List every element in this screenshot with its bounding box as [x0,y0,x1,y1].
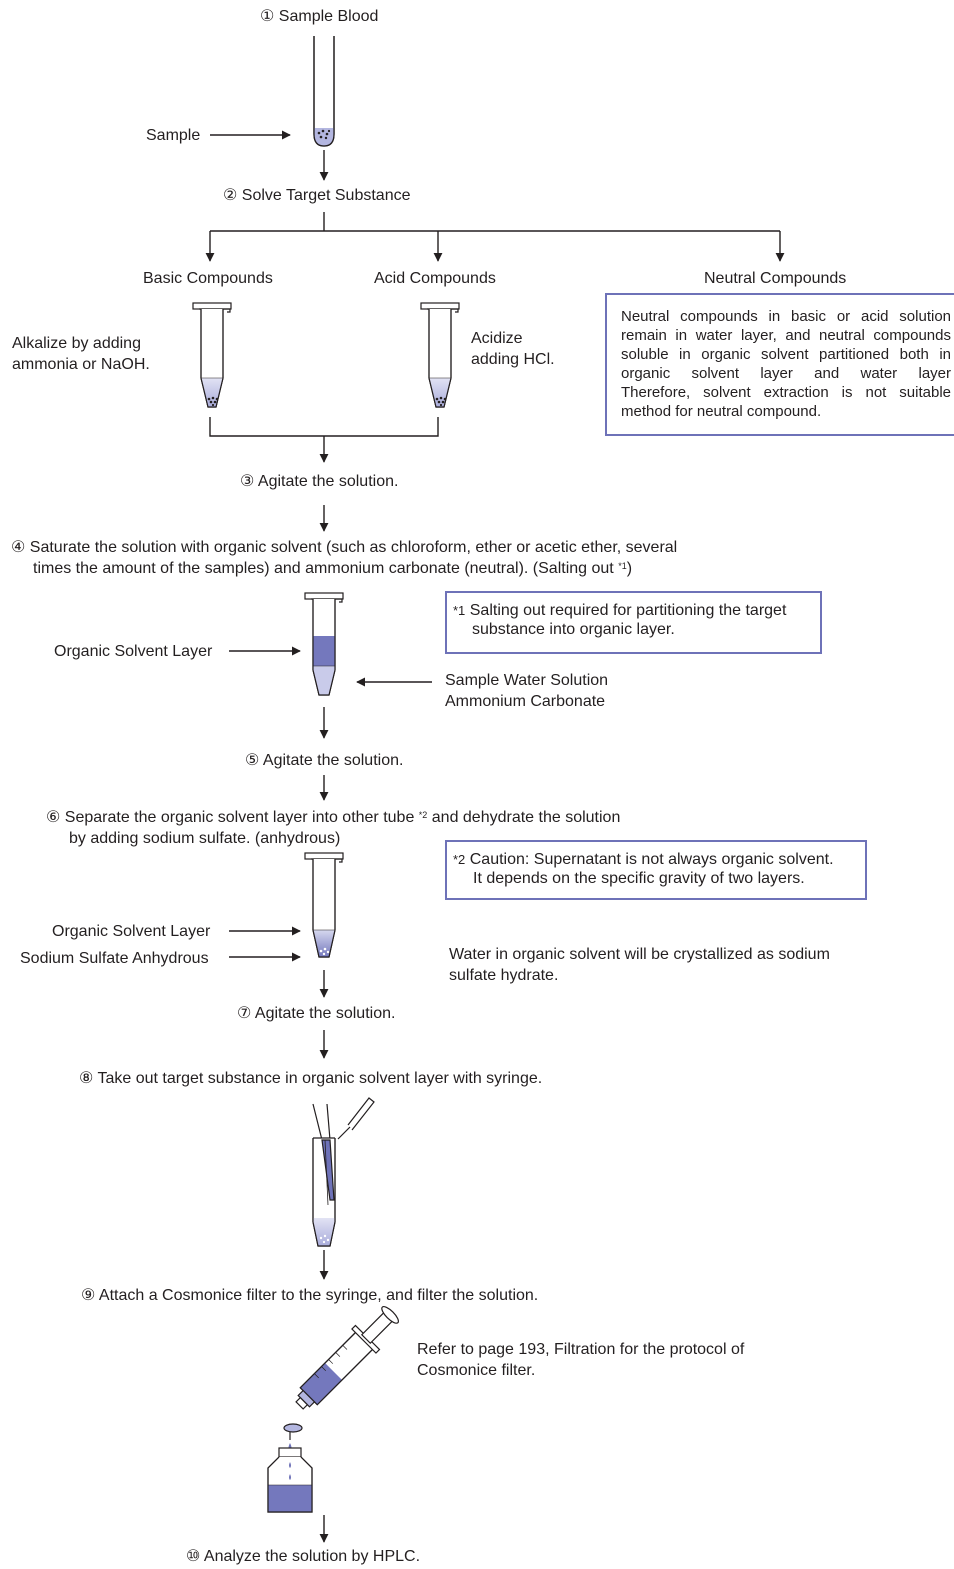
step-10-hplc: ⑩ Analyze the solution by HPLC. [186,1548,421,1565]
footnote-2-text-1: Caution: Supernatant is not always organ… [469,851,834,868]
acidize-note-line-2: adding HCl. [471,351,555,368]
neutral-note-line-4: organic solvent layer and water layer [621,365,951,382]
neutral-compounds-note: Neutral compounds in basic or acid solut… [605,293,954,436]
step-6-line-2: by adding sodium sulfate. (anhydrous) [69,830,341,847]
neutral-note-line-2: remain in water layer, and neutral compo… [621,327,951,344]
basic-tube-icon [192,302,232,408]
salting-out-footnote: *1 Salting out required for partitioning… [445,591,822,654]
sodium-sulfate-label: Sodium Sulfate Anhydrous [20,950,209,967]
refer-note-line-1: Refer to page 193, Filtration for the pr… [417,1341,745,1358]
step-4-line-2-text: times the amount of the samples) and amm… [33,560,614,577]
footnote-1-line-2: substance into organic layer. [472,621,675,638]
basic-compounds-label: Basic Compounds [143,270,273,287]
step-8-syringe: ⑧ Take out target substance in organic s… [79,1070,543,1087]
step-6-text-b: and dehydrate the solution [431,809,621,826]
neutral-compounds-label: Neutral Compounds [704,270,847,287]
blood-tube-icon [313,36,335,147]
sample-water-solution-label: Sample Water Solution [445,672,609,689]
neutral-note-line-6: method for neutral compound. [621,403,822,420]
ammonium-carbonate-label: Ammonium Carbonate [445,693,606,710]
syringe-in-tube-icon [312,1097,375,1247]
step-4-line-2: times the amount of the samples) and amm… [33,558,632,579]
footnote-2-mark: *2 [453,852,466,867]
footnote-1-line-1: *1 Salting out required for partitioning… [453,601,814,620]
step-3-agitate: ③ Agitate the solution. [240,473,399,490]
footnote-2-line-2: It depends on the specific gravity of tw… [473,870,805,887]
dehydration-tube-icon [304,852,344,958]
alkalize-note-line-1: Alkalize by adding [12,335,141,352]
organic-solvent-layer-label-1: Organic Solvent Layer [54,643,213,660]
organic-solvent-layer-label-2: Organic Solvent Layer [52,923,211,940]
syringe-filter-vial-icon [267,1306,399,1513]
sample-label: Sample [146,127,201,144]
footnote-1-text-1: Salting out required for partitioning th… [469,602,787,619]
footnote-1-mark: *1 [453,603,466,618]
step-6-footnote-mark: *2 [418,810,428,820]
step-1-sample-blood: ① Sample Blood [260,8,379,25]
acid-compounds-label: Acid Compounds [374,270,496,287]
caution-footnote: *2 Caution: Supernatant is not always or… [445,840,867,900]
step-5-agitate: ⑤ Agitate the solution. [245,752,404,769]
merge-bracket [209,417,439,437]
alkalize-note-line-2: ammonia or NaOH. [12,356,150,373]
step-4-close-paren: ) [626,560,633,577]
step-7-agitate: ⑦ Agitate the solution. [237,1005,396,1022]
step-9-filter: ⑨ Attach a Cosmonice filter to the syrin… [81,1287,539,1304]
water-crystallized-note-2: sulfate hydrate. [449,967,559,984]
neutral-note-line-5: Therefore, solvent extraction is not sui… [621,384,951,401]
step-6-text-a: ⑥ Separate the organic solvent layer int… [46,809,415,826]
neutral-note-line-3: soluble in organic solvent partitioned b… [621,346,951,363]
step-6-line-1: ⑥ Separate the organic solvent layer int… [46,807,620,828]
refer-note-line-2: Cosmonice filter. [417,1362,536,1379]
footnote-2-line-1: *2 Caution: Supernatant is not always or… [453,850,859,869]
step-2-solve-target: ② Solve Target Substance [223,187,411,204]
salting-out-tube-icon [304,592,344,696]
step-4-line-1: ④ Saturate the solution with organic sol… [11,539,678,556]
acid-tube-icon [420,302,460,408]
neutral-note-line-1: Neutral compounds in basic or acid solut… [621,308,951,325]
water-crystallized-note-1: Water in organic solvent will be crystal… [449,946,830,963]
acidize-note-line-1: Acidize [471,330,523,347]
step-4-footnote-mark: *1 [618,561,627,571]
